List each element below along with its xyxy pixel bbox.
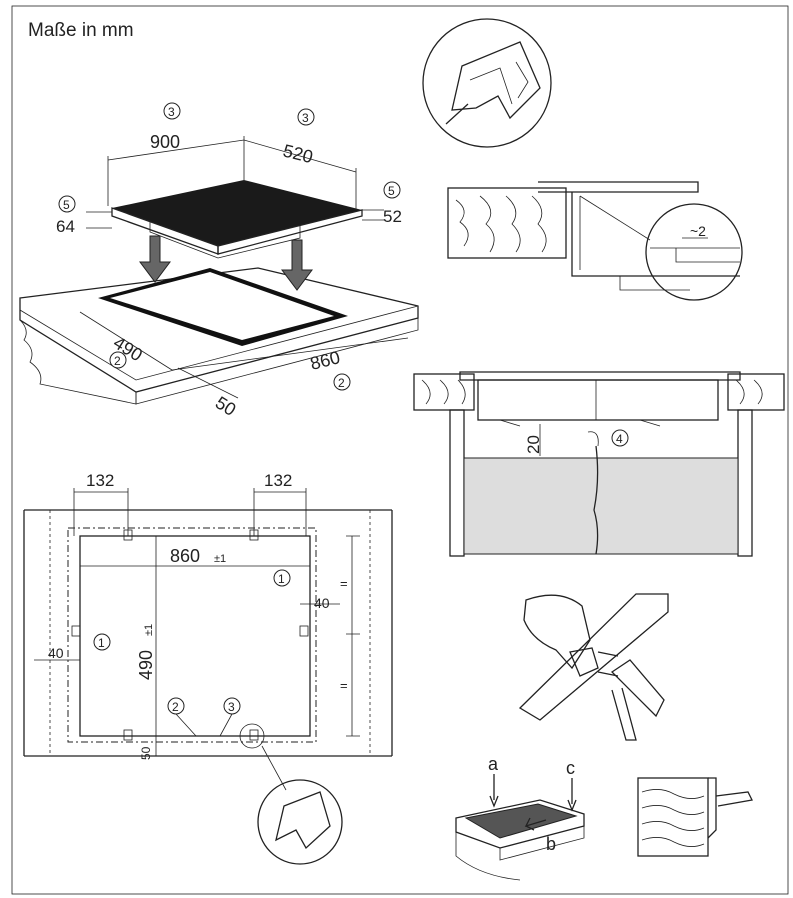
svg-text:2: 2 xyxy=(172,700,179,714)
marker-3-right xyxy=(297,108,315,126)
dim-height-left: 64 xyxy=(56,217,75,236)
equal-mark-bottom: = xyxy=(340,678,348,693)
dim-depth: 520 xyxy=(281,140,315,167)
dim-front-distance: 50 xyxy=(139,746,153,760)
marker-1-right xyxy=(273,569,291,587)
plan-view: 132 132 860 ±1 490 ±1 40 1 40 1 = = 50 2 xyxy=(23,471,393,865)
clip-removal-steps: a c b xyxy=(455,754,753,881)
marker-2-right xyxy=(333,373,351,391)
step-a: a xyxy=(488,754,499,774)
svg-text:5: 5 xyxy=(63,198,70,212)
mounting-illustration xyxy=(518,593,669,741)
down-arrow-right xyxy=(281,239,313,291)
page-title: Maße in mm xyxy=(28,20,134,41)
width-tolerance: ±1 xyxy=(214,553,226,565)
hammer-head xyxy=(610,659,665,718)
hob-glass xyxy=(112,180,362,246)
dim-height-right: 52 xyxy=(383,207,402,226)
dim-clearance: 20 xyxy=(524,435,543,454)
dim-side-right: 40 xyxy=(314,595,330,611)
page-border xyxy=(11,5,789,895)
down-arrow-left xyxy=(139,235,171,283)
hammer-handle xyxy=(611,687,637,741)
svg-text:3: 3 xyxy=(302,111,309,125)
svg-text:2: 2 xyxy=(338,376,345,390)
dim-plan-width: 860 xyxy=(170,546,200,566)
cabinet-section: 20 4 xyxy=(413,371,785,557)
marker-4 xyxy=(611,429,629,447)
svg-text:3: 3 xyxy=(168,105,175,119)
clip-detail-top xyxy=(422,18,552,148)
hand xyxy=(523,594,591,670)
svg-text:1: 1 xyxy=(98,636,105,650)
svg-text:5: 5 xyxy=(388,184,395,198)
depth-tolerance: ±1 xyxy=(143,624,155,636)
clip-magnifier xyxy=(422,18,552,148)
dim-side-left: 40 xyxy=(48,645,64,661)
wood-edge xyxy=(637,777,709,857)
marker-1-left xyxy=(93,633,111,651)
marker-3-left xyxy=(163,102,181,120)
dim-plan-depth: 490 xyxy=(136,650,156,680)
hob-outline xyxy=(67,527,317,743)
svg-text:3: 3 xyxy=(228,700,235,714)
dim-width: 900 xyxy=(150,132,180,152)
gap-magnifier xyxy=(645,203,743,301)
edge-section-view: ~2 xyxy=(447,181,743,301)
clip-magnifier-bottom xyxy=(257,779,343,865)
dim-bracket-left: 132 xyxy=(86,471,114,490)
svg-text:4: 4 xyxy=(616,432,623,446)
step-c: c xyxy=(566,758,575,778)
equal-mark-top: = xyxy=(340,576,348,591)
marker-5-right xyxy=(383,181,401,199)
hob-perspective-view: 900 520 3 3 64 5 52 5 490 2 860 2 50 xyxy=(19,102,419,420)
svg-text:2: 2 xyxy=(114,354,121,368)
step-b: b xyxy=(546,834,556,854)
dim-bracket-right: 132 xyxy=(264,471,292,490)
gap-note: ~2 xyxy=(690,223,706,239)
svg-text:1: 1 xyxy=(278,572,285,586)
marker-2-left xyxy=(109,351,127,369)
marker-5-left xyxy=(58,195,76,213)
